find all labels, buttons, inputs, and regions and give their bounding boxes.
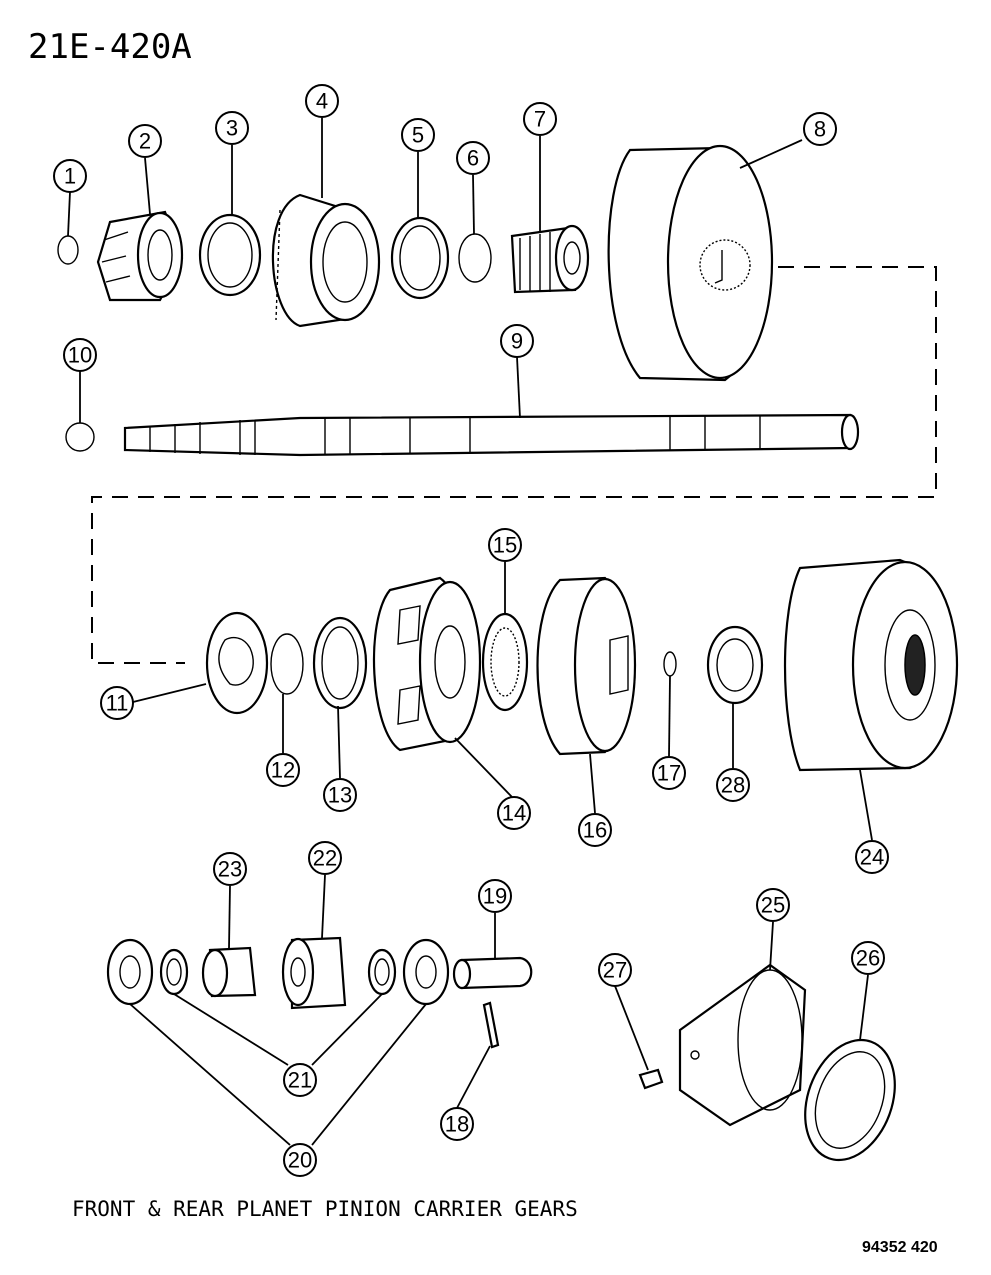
svg-text:2: 2 [139, 129, 151, 154]
part-9-output-shaft [123, 413, 860, 457]
part-4-front-annulus-gear [271, 193, 381, 328]
svg-text:8: 8 [814, 117, 826, 142]
svg-text:25: 25 [761, 893, 785, 918]
part-7-sun-gear [510, 224, 590, 294]
part-6-snap-ring [458, 233, 492, 283]
part-26-overrunning-clutch-rollers [804, 1038, 896, 1162]
callout-20: 20 [283, 1143, 317, 1177]
part-27-bolt [638, 1068, 664, 1090]
part-10-snap-ring [65, 422, 95, 452]
svg-text:28: 28 [721, 773, 745, 798]
callout-6: 6 [456, 141, 490, 175]
callout-4: 4 [305, 84, 339, 118]
svg-text:15: 15 [493, 533, 517, 558]
callout-3: 3 [215, 111, 249, 145]
part-3-thrust-washer [198, 213, 262, 297]
part-2-front-planet-bearing [96, 210, 184, 302]
part-20-thrust-washer-left [106, 938, 154, 1006]
callout-1: 1 [53, 159, 87, 193]
part-24-rear-planet-carrier [783, 558, 959, 772]
svg-text:26: 26 [856, 946, 880, 971]
part-17-snap-ring [663, 651, 677, 677]
part-28-thrust-washer [706, 625, 764, 705]
part-8-driving-shell [607, 144, 774, 382]
part-21-washer-right [367, 948, 397, 996]
svg-text:4: 4 [316, 89, 328, 114]
part-14-front-planet-carrier [372, 576, 482, 752]
callout-5: 5 [401, 118, 435, 152]
part-21-washer-left [159, 948, 189, 996]
figure-code: 94352 420 [862, 1239, 938, 1256]
part-18-roll-pin [482, 1001, 500, 1049]
callout-16: 16 [578, 813, 612, 847]
svg-text:23: 23 [218, 857, 242, 882]
svg-text:5: 5 [412, 123, 424, 148]
part-12-snap-ring [270, 633, 304, 695]
svg-text:12: 12 [271, 758, 295, 783]
callout-10: 10 [63, 338, 97, 372]
svg-text:17: 17 [657, 761, 681, 786]
callout-12: 12 [266, 753, 300, 787]
part-15-thrust-bearing [481, 612, 529, 712]
svg-text:21: 21 [288, 1068, 312, 1093]
callout-27: 27 [598, 953, 632, 987]
part-20-thrust-washer-right [402, 938, 450, 1006]
svg-text:24: 24 [860, 845, 884, 870]
svg-text:7: 7 [534, 107, 546, 132]
callout-15: 15 [488, 528, 522, 562]
svg-text:10: 10 [68, 343, 92, 368]
callout-21: 21 [283, 1063, 317, 1097]
callout-23: 23 [213, 852, 247, 886]
part-22-planet-pinion-large [281, 936, 347, 1010]
svg-text:22: 22 [313, 846, 337, 871]
part-11-thrust-plate [205, 611, 269, 715]
callout-18: 18 [440, 1107, 474, 1141]
part-19-pinion-shaft [452, 956, 533, 990]
svg-text:9: 9 [511, 329, 523, 354]
svg-text:13: 13 [328, 783, 352, 808]
callout-22: 22 [308, 841, 342, 875]
svg-text:14: 14 [502, 801, 526, 826]
part-1-snap-ring [57, 235, 79, 265]
svg-text:16: 16 [583, 818, 607, 843]
connector-dashed-line [91, 266, 937, 664]
svg-text:27: 27 [603, 958, 627, 983]
svg-text:6: 6 [467, 146, 479, 171]
part-25-overrunning-clutch-cam [678, 963, 807, 1127]
callout-19: 19 [478, 879, 512, 913]
callout-25: 25 [756, 888, 790, 922]
svg-text:20: 20 [288, 1148, 312, 1173]
svg-text:18: 18 [445, 1112, 469, 1137]
leader-lines [67, 118, 873, 1146]
callout-2: 2 [128, 124, 162, 158]
callout-28: 28 [716, 768, 750, 802]
callout-7: 7 [523, 102, 557, 136]
callout-8: 8 [803, 112, 837, 146]
svg-text:19: 19 [483, 884, 507, 909]
svg-text:1: 1 [64, 164, 76, 189]
part-13-thrust-washer [312, 616, 368, 710]
part-5-thrust-washer [390, 216, 450, 300]
callout-13: 13 [323, 778, 357, 812]
callout-11: 11 [100, 686, 134, 720]
callout-24: 24 [855, 840, 889, 874]
callout-9: 9 [500, 324, 534, 358]
callout-17: 17 [652, 756, 686, 790]
diagram-id: 21E-420A [28, 27, 192, 67]
svg-text:3: 3 [226, 116, 238, 141]
part-16-rear-annulus-gear [536, 576, 637, 756]
diagram-caption: FRONT & REAR PLANET PINION CARRIER GEARS [72, 1197, 578, 1221]
callout-26: 26 [851, 941, 885, 975]
svg-text:11: 11 [106, 691, 129, 716]
callout-14: 14 [497, 796, 531, 830]
part-23-planet-pinion-small [201, 946, 257, 998]
